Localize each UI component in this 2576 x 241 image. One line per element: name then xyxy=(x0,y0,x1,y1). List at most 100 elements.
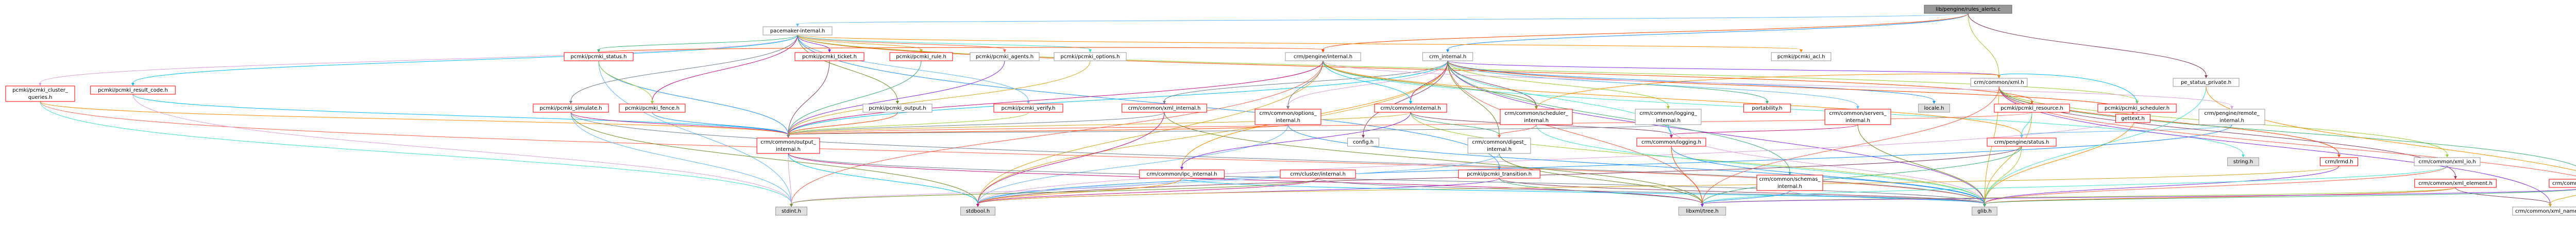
edge-cluster_internal-to-glib xyxy=(1317,178,1985,204)
node-locale[interactable]: locale.h xyxy=(1918,104,1950,113)
node-box xyxy=(2227,157,2259,166)
node-box xyxy=(1347,137,1379,147)
node-label: crm/common/internal.h xyxy=(1380,106,1440,111)
node-box xyxy=(993,104,1063,113)
arrowhead-root-to-crm_internal xyxy=(1446,49,1449,53)
node-output-internal[interactable]: crm/common/output_internal.h xyxy=(756,137,820,154)
node-common-xml[interactable]: crm/common/xml.h xyxy=(1970,78,2028,87)
arrowhead-common_internal-to-ipc_internal xyxy=(1180,167,1183,170)
node-crm-lrmd[interactable]: crm/lrmd.h xyxy=(2320,157,2358,166)
node-box xyxy=(1500,109,1573,125)
node-gettext[interactable]: gettext.h xyxy=(2115,114,2150,123)
node-servers-internal[interactable]: crm/common/servers_internal.h xyxy=(1824,109,1891,125)
node-pcmki-transition[interactable]: pcmki/pcmki_transition.h xyxy=(1458,169,1540,179)
node-digest-internal[interactable]: crm/common/digest_internal.h xyxy=(1467,137,1531,154)
edge-pcmki_resource-to-pengine_status xyxy=(2021,112,2032,135)
node-pcmki-ticket[interactable]: pcmki/pcmki_ticket.h xyxy=(794,52,865,61)
arrowhead-common_xml-to-crm_lrmd xyxy=(2337,154,2341,158)
node-stdbool[interactable]: stdbool.h xyxy=(960,206,995,216)
node-string[interactable]: string.h xyxy=(2227,157,2259,166)
edge-xml_internal-to-output_internal xyxy=(788,112,1165,135)
edge-digest_internal-to-stdbool xyxy=(977,153,1500,204)
node-cluster-internal[interactable]: crm/cluster/internal.h xyxy=(1280,169,1356,179)
node-libxml-tree[interactable]: libxml/tree.h xyxy=(1678,206,1726,216)
node-crm-internal[interactable]: crm_internal.h xyxy=(1422,52,1473,61)
node-pe-status-private[interactable]: pe_status_private.h xyxy=(2173,78,2240,87)
node-pcmki-simulate[interactable]: pcmki/pcmki_simulate.h xyxy=(533,104,609,113)
node-xml-names[interactable]: crm/common/xml_names.h xyxy=(2512,206,2576,216)
node-box xyxy=(1636,137,1706,147)
node-xml-io[interactable]: crm/common/xml_io.h xyxy=(2414,157,2481,166)
node-pengine-status[interactable]: crm/pengine/status.h xyxy=(1987,137,2057,147)
edge-crm_internal-to-gettext xyxy=(1447,60,2133,112)
node-common-logging[interactable]: crm/common/logging.h xyxy=(1636,137,1706,147)
node-label: pcmki/pcmki_transition.h xyxy=(1467,171,1532,177)
node-pcmki-agents[interactable]: pcmki/pcmki_agents.h xyxy=(970,52,1040,61)
edge-pcmki_rule-to-output_internal xyxy=(788,60,922,135)
node-pengine-remote-internal[interactable]: crm/pengine/remote_internal.h xyxy=(2198,109,2265,125)
node-xml-element[interactable]: crm/common/xml_element.h xyxy=(2414,179,2497,188)
node-box xyxy=(794,52,865,61)
edge-pcmki_result_code-to-stdint xyxy=(132,94,792,204)
node-pcmki-fence[interactable]: pcmki/pcmki_fence.h xyxy=(619,104,686,113)
arrowhead-pacemaker_internal-to-pcmki_options xyxy=(1089,49,1092,53)
node-pcmki-verify[interactable]: pcmki/pcmki_verify.h xyxy=(993,104,1063,113)
node-pcmki-rule[interactable]: pcmki/pcmki_rule.h xyxy=(889,52,953,61)
node-options-internal[interactable]: crm/common/options_internal.h xyxy=(1255,109,1321,125)
edge-pcmki_simulate-to-output_internal xyxy=(570,112,789,135)
edge-crm_lrmd-to-stdbool xyxy=(977,165,2340,204)
edge-pcmki_result_code-to-output_internal xyxy=(132,94,789,135)
edge-ipc_internal-to-stdint xyxy=(791,178,1182,204)
edge-options_internal-to-stdbool xyxy=(977,124,1289,204)
node-label: crm/common/digest_internal.h xyxy=(1472,140,1527,152)
node-pcmki-resource[interactable]: pcmki/pcmki_resource.h xyxy=(1994,104,2070,113)
node-pcmki-scheduler[interactable]: pcmki/pcmki_scheduler.h xyxy=(2097,104,2177,113)
node-label: pcmki/pcmki_result_code.h xyxy=(98,88,168,93)
node-pacemaker-internal[interactable]: pacemaker-internal.h xyxy=(762,26,833,36)
node-xml-compat[interactable]: crm/common/xml_compat.h xyxy=(2549,179,2576,188)
node-pcmki-acl[interactable]: pcmki/pcmki_acl.h xyxy=(1771,52,1832,61)
node-box xyxy=(1970,78,2028,87)
node-pcmki-status[interactable]: pcmki/pcmki_status.h xyxy=(564,52,634,61)
edge-pcmki_status-to-pengine_internal xyxy=(598,47,1324,53)
node-box xyxy=(1987,137,2057,147)
node-label: crm/common/options_internal.h xyxy=(1259,111,1317,124)
node-portability[interactable]: portability.h xyxy=(1743,104,1791,113)
node-pcmki-result-code[interactable]: pcmki/pcmki_result_code.h xyxy=(90,85,176,95)
node-box xyxy=(960,206,995,216)
edge-xml_compat-to-xml_names xyxy=(2550,195,2576,204)
node-pengine-internal[interactable]: crm/pengine/internal.h xyxy=(1285,52,1361,61)
arrowhead-pengine_remote_internal-to-pengine_status xyxy=(2020,135,2023,138)
node-stdint[interactable]: stdint.h xyxy=(775,206,807,216)
node-common-internal[interactable]: crm/common/internal.h xyxy=(1374,104,1447,113)
edge-common_internal-to-output_internal xyxy=(788,112,1411,135)
edge-pcmki_scheduler-to-stdbool xyxy=(977,112,2138,204)
edge-pengine_internal-to-stdbool xyxy=(977,60,1324,204)
node-box xyxy=(90,85,176,95)
edge-cluster_internal-to-stdint xyxy=(791,178,1318,204)
node-scheduler-internal[interactable]: crm/common/scheduler_internal.h xyxy=(1500,109,1573,125)
node-pcmki-output[interactable]: pcmki/pcmki_output.h xyxy=(862,104,933,113)
node-ipc-internal[interactable]: crm/common/ipc_internal.h xyxy=(1139,169,1225,179)
node-box xyxy=(2173,78,2240,87)
arrowhead-servers_internal-to-common_logging xyxy=(1670,135,1673,138)
arrowhead-cluster_internal-to-stdbool xyxy=(976,204,979,207)
node-box xyxy=(775,206,807,216)
node-pcmki-options[interactable]: pcmki/pcmki_options.h xyxy=(1054,52,1127,61)
node-xml-internal[interactable]: crm/common/xml_internal.h xyxy=(1122,104,1207,113)
arrowhead-pengine_internal-to-string xyxy=(2242,154,2245,158)
edge-xml_element-to-xml_names xyxy=(2455,187,2551,204)
node-logging-internal[interactable]: crm/common/logging_internal.h xyxy=(1635,109,1702,125)
node-pcmki-cluster-queries[interactable]: pcmki/pcmki_cluster_queries.h xyxy=(5,85,75,102)
edge-pacemaker_internal-to-pcmki_transition xyxy=(797,35,1500,167)
node-box xyxy=(2549,179,2576,188)
node-config[interactable]: config.h xyxy=(1347,137,1379,147)
arrowhead-crm_internal-to-xml_internal xyxy=(1163,101,1166,104)
node-box xyxy=(533,104,609,113)
arrowhead-crm_internal-to-servers_internal xyxy=(1856,106,1859,109)
node-label: stdbool.h xyxy=(966,209,990,214)
edge-pcmki_cluster_queries-to-glib xyxy=(40,101,1985,204)
node-schemas-internal[interactable]: crm/common/schemas_internal.h xyxy=(1756,175,1823,191)
node-box xyxy=(862,104,933,113)
node-glib[interactable]: glib.h xyxy=(1972,206,1997,216)
